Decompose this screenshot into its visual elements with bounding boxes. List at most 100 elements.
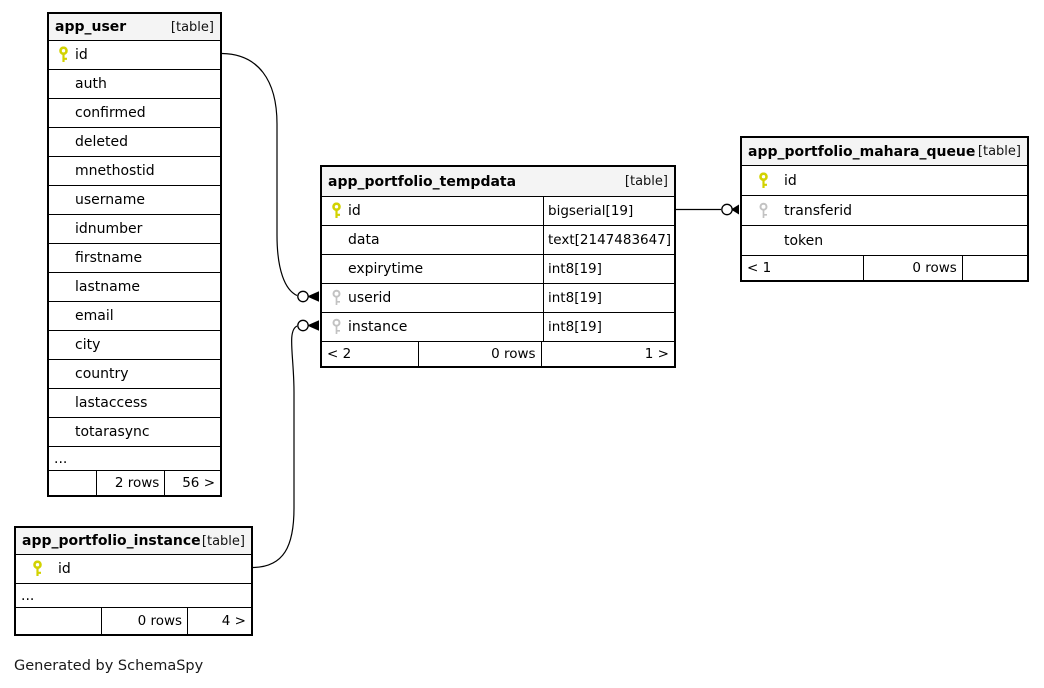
column-row-totarasync: totarasync <box>49 418 220 447</box>
column-name: lastaccess <box>75 395 148 411</box>
column-type-cell: text[2147483647] <box>543 226 674 254</box>
more-columns-ellipsis: ... <box>49 447 220 471</box>
column-name-cell: expirytime <box>322 255 543 283</box>
column-row-username: username <box>49 186 220 215</box>
column-name: id <box>784 172 797 189</box>
column-row-lastaccess: lastaccess <box>49 389 220 418</box>
footer-cell: 0 rows <box>863 256 962 280</box>
column-name: lastname <box>75 279 140 295</box>
column-row-expirytime: expirytime int8[19] <box>322 255 674 284</box>
crows-foot-arrow-icon <box>307 291 319 302</box>
column-name: auth <box>75 76 107 92</box>
column-name-cell: instance <box>322 313 543 341</box>
column-name: transferid <box>784 202 853 219</box>
relationship-line <box>221 52 298 297</box>
footer-cell: < 1 <box>747 260 772 276</box>
column-row-country: country <box>49 360 220 389</box>
relationship-app_portfolio_instance.id-to-app_portfolio_tempdata.instance <box>252 319 319 569</box>
column-name: firstname <box>75 250 143 266</box>
column-name: deleted <box>75 134 128 150</box>
column-row-lastname: lastname <box>49 273 220 302</box>
primary-key-icon <box>757 171 770 189</box>
relationship-app_user.id-to-app_portfolio_tempdata.userid <box>221 52 319 303</box>
primary-key-icon <box>31 560 44 578</box>
column-name-cell: city <box>49 331 220 359</box>
column-row-id: id <box>49 41 220 70</box>
column-name-cell: username <box>49 186 220 214</box>
column-type-cell: int8[19] <box>543 284 674 312</box>
footer-cell: 1 > <box>540 342 674 366</box>
table-node-app_portfolio_instance: app_portfolio_instance[table]id...0 rows… <box>14 526 253 636</box>
column-name: id <box>75 47 88 63</box>
column-row-city: city <box>49 331 220 360</box>
column-row-id: id <box>742 166 1027 196</box>
column-row-auth: auth <box>49 70 220 99</box>
footer-cell: < 2 <box>327 346 352 362</box>
column-name-cell: lastaccess <box>49 389 220 417</box>
column-type-cell: bigserial[19] <box>543 197 674 225</box>
footer-cell: 56 > <box>164 471 220 495</box>
column-name: email <box>75 308 114 324</box>
crows-foot-arrow-icon <box>731 204 739 215</box>
column-type-cell: int8[19] <box>543 255 674 283</box>
column-name-cell: id <box>49 41 220 69</box>
table-header-app_portfolio_mahara_queue[interactable]: app_portfolio_mahara_queue[table] <box>742 138 1027 166</box>
column-name-cell: email <box>49 302 220 330</box>
relationship-line <box>252 325 298 569</box>
column-row-firstname: firstname <box>49 244 220 273</box>
table-name: app_portfolio_mahara_queue <box>748 143 976 160</box>
table-header-app_portfolio_tempdata[interactable]: app_portfolio_tempdata[table] <box>322 167 674 197</box>
more-columns-ellipsis: ... <box>16 584 251 608</box>
table-node-app_portfolio_mahara_queue: app_portfolio_mahara_queue[table]id trans… <box>740 136 1029 282</box>
column-name: instance <box>348 319 408 335</box>
column-row-email: email <box>49 302 220 331</box>
table-name: app_user <box>55 19 127 35</box>
column-row-userid: userid int8[19] <box>322 284 674 313</box>
footer-cell: 2 rows <box>95 471 164 495</box>
foreign-key-icon <box>330 318 343 336</box>
table-node-app_portfolio_tempdata: app_portfolio_tempdata[table]id bigserial… <box>320 165 676 368</box>
column-name-cell: firstname <box>49 244 220 272</box>
table-name: app_portfolio_tempdata <box>328 173 517 190</box>
primary-key-icon <box>330 202 343 220</box>
column-name: username <box>75 192 145 208</box>
footer-cell: 0 rows <box>417 342 541 366</box>
table-name: app_portfolio_instance <box>22 533 201 549</box>
column-name-cell: userid <box>322 284 543 312</box>
column-row-data: data text[2147483647] <box>322 226 674 255</box>
column-name: confirmed <box>75 105 146 121</box>
column-name-cell: country <box>49 360 220 388</box>
column-name-cell: id <box>742 166 1027 195</box>
column-name-cell: id <box>16 555 251 583</box>
column-row-deleted: deleted <box>49 128 220 157</box>
column-name: token <box>784 232 824 249</box>
table-type-badge: [table] <box>201 533 245 549</box>
zero-or-one-circle-icon <box>297 319 309 332</box>
column-name: userid <box>348 290 392 306</box>
column-name: data <box>348 232 380 248</box>
column-name: city <box>75 337 101 353</box>
zero-or-one-circle-icon <box>721 203 733 216</box>
generated-by-note: Generated by SchemaSpy <box>14 658 204 674</box>
table-type-badge: [table] <box>170 19 214 35</box>
column-name-cell: auth <box>49 70 220 98</box>
footer-cell <box>961 256 1027 280</box>
column-name-cell: idnumber <box>49 215 220 243</box>
column-name-cell: mnethostid <box>49 157 220 185</box>
footer-cell <box>16 608 101 634</box>
footer-cell: 0 rows <box>100 608 188 634</box>
column-row-idnumber: idnumber <box>49 215 220 244</box>
table-header-app_user[interactable]: app_user [table] <box>49 14 220 41</box>
primary-key-icon <box>57 46 70 64</box>
column-row-id: id <box>16 555 251 584</box>
column-name: country <box>75 366 129 382</box>
column-name: id <box>348 203 361 219</box>
column-row-confirmed: confirmed <box>49 99 220 128</box>
column-name-cell: data <box>322 226 543 254</box>
table-header-app_portfolio_instance[interactable]: app_portfolio_instance[table] <box>16 528 251 555</box>
column-name: expirytime <box>348 261 424 277</box>
